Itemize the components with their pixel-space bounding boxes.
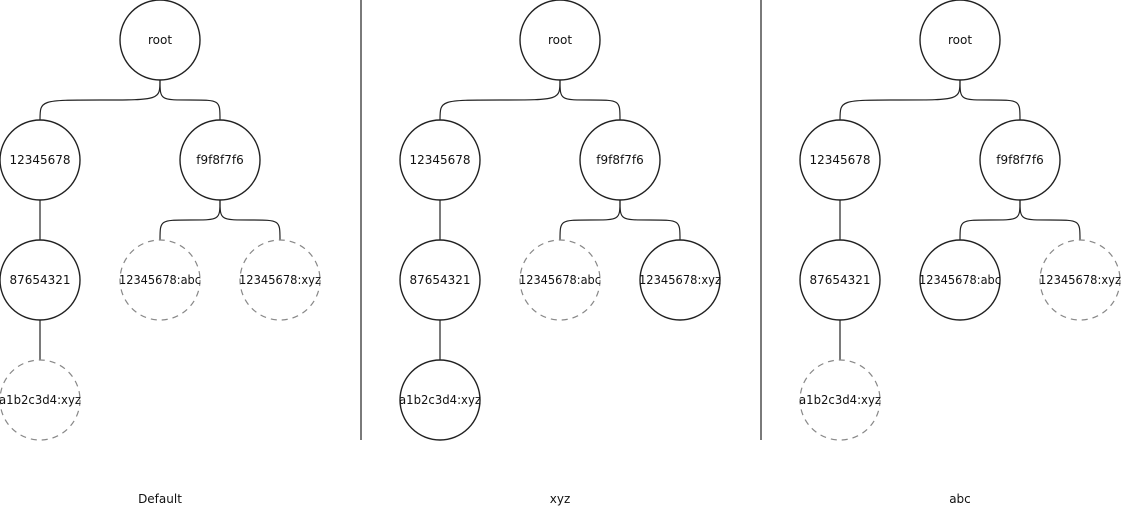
panel-3: root 12345678 f9f8f7f6 87654321 a1b2c3d4:xyz… bbox=[799, 0, 1121, 506]
node-circle-b bbox=[579, 119, 661, 201]
node-label-c: 87654321 bbox=[809, 273, 870, 287]
edge-root-a bbox=[39, 79, 161, 121]
node-circle-d bbox=[0, 359, 81, 441]
edge-b-f bbox=[1019, 199, 1081, 241]
node-label-b: f9f8f7f6 bbox=[596, 153, 643, 167]
node-label-e: 12345678:abc bbox=[119, 273, 201, 287]
node-circle-c bbox=[399, 239, 481, 321]
node-circle-a bbox=[0, 119, 81, 201]
node-label-c: 87654321 bbox=[9, 273, 70, 287]
edge-b-f bbox=[219, 199, 281, 241]
node-circle-e bbox=[919, 239, 1001, 321]
node-circle-f bbox=[1039, 239, 1121, 321]
node-label-f: 12345678:xyz bbox=[1039, 273, 1121, 287]
node-label-f: 12345678:xyz bbox=[239, 273, 321, 287]
panel-2: root 12345678 f9f8f7f6 87654321 a1b2c3d4:xyz… bbox=[399, 0, 721, 506]
node-circle-c bbox=[799, 239, 881, 321]
node-label-f: 12345678:xyz bbox=[639, 273, 721, 287]
edge-root-a bbox=[439, 79, 561, 121]
diagram-content: root 12345678 f9f8f7f6 87654321 a1b2c3d4:xyz… bbox=[0, 0, 1121, 506]
panel-1: root 12345678 f9f8f7f6 87654321 a1b2c3d4:xyz… bbox=[0, 0, 321, 506]
node-circle-d bbox=[399, 359, 481, 441]
node-circle-a bbox=[399, 119, 481, 201]
node-label-d: a1b2c3d4:xyz bbox=[0, 393, 81, 407]
node-label-d: a1b2c3d4:xyz bbox=[799, 393, 881, 407]
node-circle-f bbox=[639, 239, 721, 321]
node-label-root: root bbox=[148, 33, 172, 47]
node-circle-root bbox=[519, 0, 601, 81]
node-circle-d bbox=[799, 359, 881, 441]
node-circle-f bbox=[239, 239, 321, 321]
node-circle-root bbox=[119, 0, 201, 81]
edge-root-a bbox=[839, 79, 961, 121]
node-circle-e bbox=[519, 239, 601, 321]
node-label-c: 87654321 bbox=[409, 273, 470, 287]
panel-caption: abc bbox=[949, 492, 971, 506]
edge-b-e bbox=[159, 199, 221, 241]
panel-caption: Default bbox=[138, 492, 182, 506]
node-label-b: f9f8f7f6 bbox=[196, 153, 243, 167]
edge-b-e bbox=[559, 199, 621, 241]
node-label-e: 12345678:abc bbox=[919, 273, 1001, 287]
panel-caption: xyz bbox=[550, 492, 571, 506]
node-circle-b bbox=[179, 119, 261, 201]
node-label-e: 12345678:abc bbox=[519, 273, 601, 287]
node-label-root: root bbox=[948, 33, 972, 47]
edge-root-b bbox=[559, 79, 621, 121]
node-label-d: a1b2c3d4:xyz bbox=[399, 393, 481, 407]
node-circle-a bbox=[799, 119, 881, 201]
edge-b-e bbox=[959, 199, 1021, 241]
node-circle-e bbox=[119, 239, 201, 321]
edge-b-f bbox=[619, 199, 681, 241]
node-label-a: 12345678 bbox=[9, 153, 70, 167]
node-circle-c bbox=[0, 239, 81, 321]
node-label-root: root bbox=[548, 33, 572, 47]
node-circle-b bbox=[979, 119, 1061, 201]
node-label-a: 12345678 bbox=[809, 153, 870, 167]
node-label-b: f9f8f7f6 bbox=[996, 153, 1043, 167]
node-label-a: 12345678 bbox=[409, 153, 470, 167]
edge-root-b bbox=[959, 79, 1021, 121]
edge-root-b bbox=[159, 79, 221, 121]
node-circle-root bbox=[919, 0, 1001, 81]
